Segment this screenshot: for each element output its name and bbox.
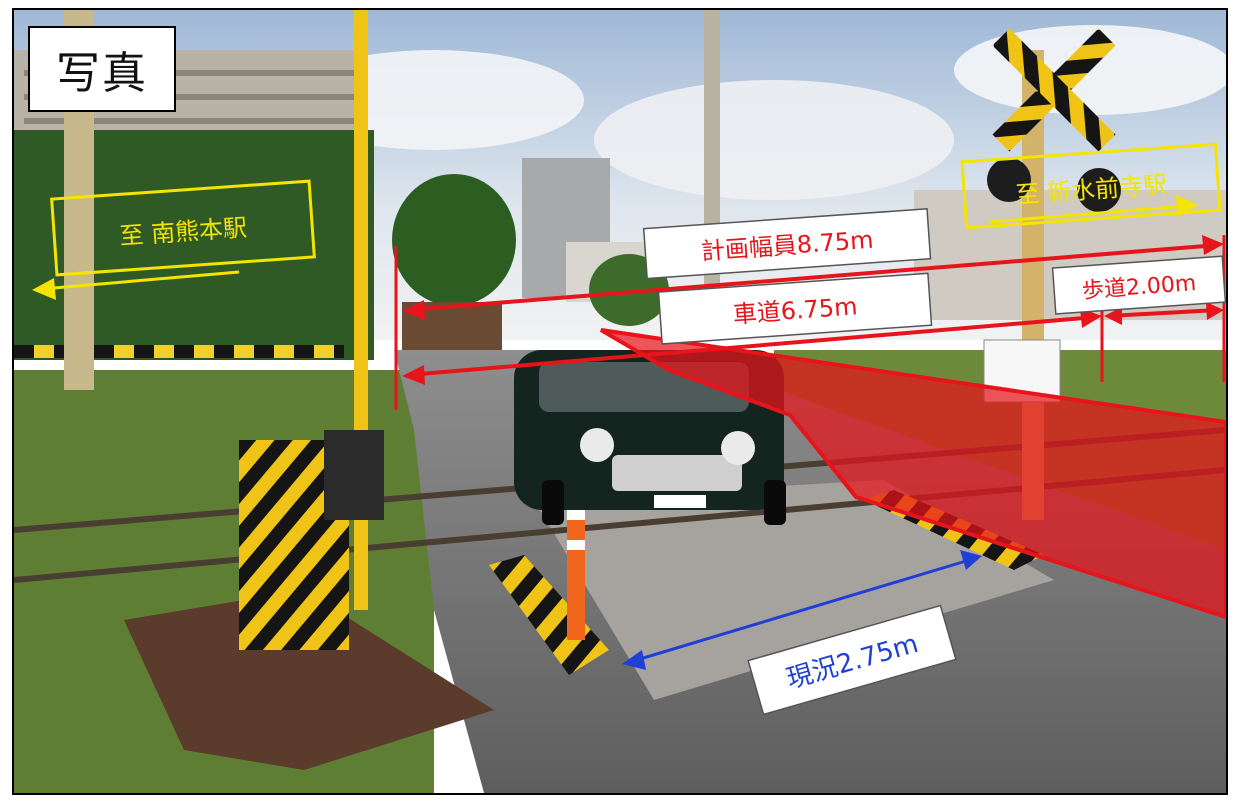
direction-left-box [50,179,316,277]
bollard-band [567,540,585,550]
arrowhead-icon [402,300,425,320]
signal-light-icon [987,158,1031,202]
arrowhead-icon [1104,307,1122,325]
crossing-crossbuck-icon [992,28,1116,152]
sidewalk-arrow [1107,308,1219,318]
striped-curb [489,555,609,675]
planned-width-box [642,208,932,280]
arrowhead-icon [1202,235,1224,255]
pole-right [704,10,720,330]
barrier-machine-head [324,430,384,520]
roadway-arrow [407,315,1097,377]
tree [392,174,516,306]
arrow-left-icon [32,278,56,300]
signal-light-icon [1077,168,1121,212]
planned-width-arrow [407,243,1219,312]
current-width-box [747,604,957,716]
arrowhead-icon [402,365,425,385]
barrier-arm-left [14,345,344,358]
cloud [594,80,954,200]
roadway-box [657,272,933,345]
arrowhead-icon [622,650,646,670]
arrowhead-icon [1080,308,1102,328]
steel-plate [124,590,494,770]
photo-label: 写真 [28,26,176,112]
arrowhead-icon [1206,302,1224,320]
crossing-slab [534,480,1054,700]
railway-crossing-photo: 至 南熊本駅 至 新水前寺駅 計画幅員8.75m 車道6.75m [14,10,1226,793]
direction-right-arrow-line [988,204,1187,224]
arrowhead-icon [960,550,982,570]
current-width-arrow [629,556,977,664]
direction-left-arrow-line [41,270,240,291]
arrow-right-icon [1176,195,1198,217]
photo-frame: 至 南熊本駅 至 新水前寺駅 計画幅員8.75m 車道6.75m [12,8,1228,795]
planned-widening-area [599,328,1226,620]
sidewalk-box [1051,255,1226,315]
bollard-band [567,510,585,520]
direction-right-box [960,142,1222,230]
